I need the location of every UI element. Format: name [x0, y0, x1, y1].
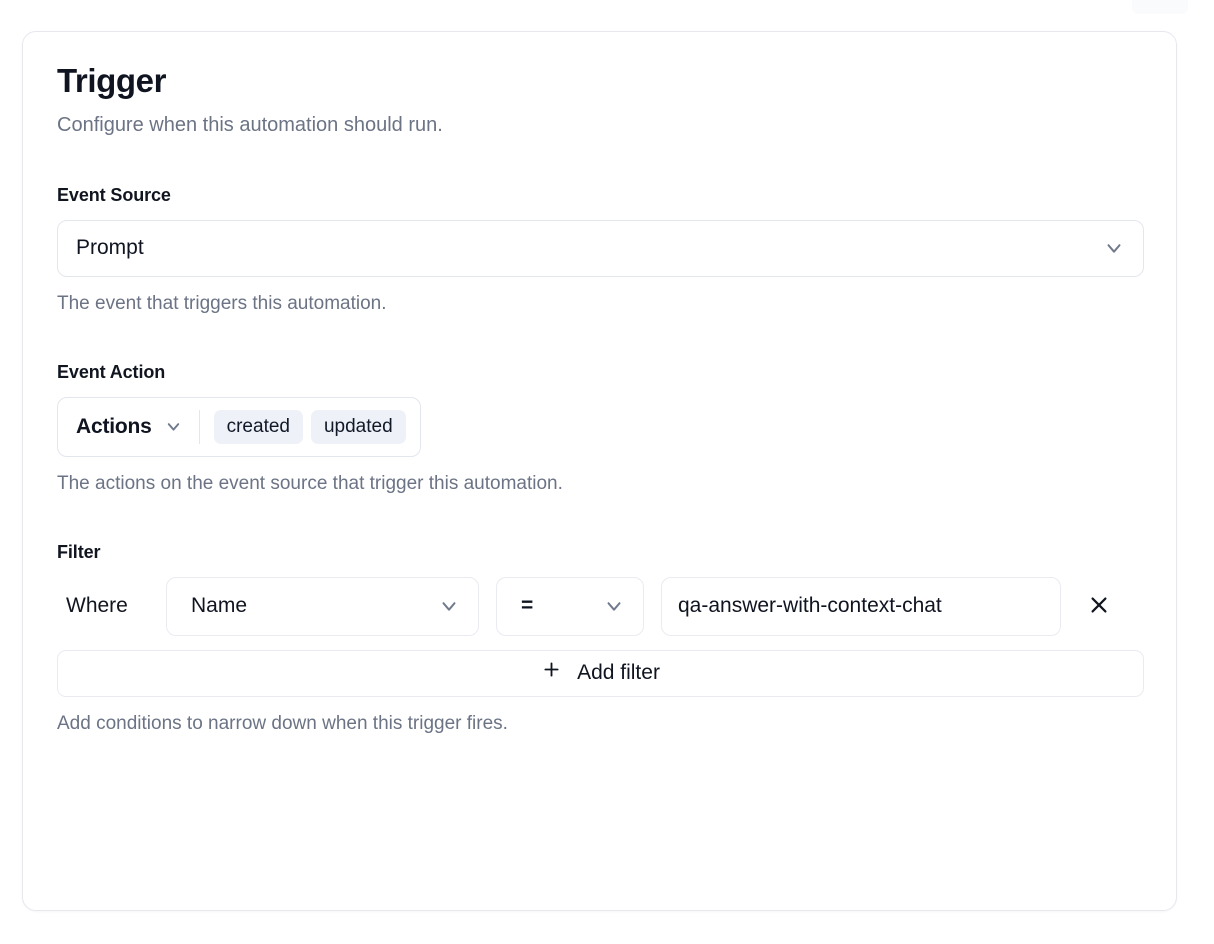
- add-filter-label: Add filter: [577, 661, 660, 685]
- actions-dropdown-trigger[interactable]: Actions: [76, 415, 199, 439]
- chevron-down-icon: [603, 595, 625, 617]
- filter-value-wrapper[interactable]: [661, 576, 1061, 636]
- filter-field-select[interactable]: Name: [166, 576, 479, 636]
- event-action-help: The actions on the event source that tri…: [57, 472, 563, 494]
- remove-filter-button[interactable]: [1081, 588, 1117, 624]
- filter-label: Filter: [57, 541, 101, 562]
- event-action-label: Event Action: [57, 361, 166, 382]
- filter-operator-select[interactable]: =: [496, 576, 644, 636]
- filter-value-input[interactable]: [678, 594, 1044, 619]
- event-source-label: Event Source: [57, 184, 171, 205]
- card-subtitle: Configure when this automation should ru…: [57, 113, 443, 136]
- filter-field-value: Name: [191, 594, 248, 618]
- event-source-block: Event Source Prompt The event that trigg…: [57, 184, 1144, 316]
- actions-dropdown-label: Actions: [76, 414, 152, 438]
- divider: [198, 409, 200, 444]
- selected-actions-chips: created updated: [213, 409, 406, 444]
- chevron-down-icon: [164, 417, 183, 436]
- filter-row: Where Name =: [57, 576, 1142, 636]
- event-action-block: Event Action Actions created updated The…: [57, 362, 1142, 496]
- chevron-down-icon: [438, 595, 460, 617]
- filter-block: Filter Where Name =: [57, 541, 1144, 736]
- filter-help: Add conditions to narrow down when this …: [57, 712, 508, 734]
- chip-updated[interactable]: updated: [310, 409, 406, 444]
- clipped-top-element: [1132, 0, 1188, 14]
- event-source-select[interactable]: Prompt: [57, 219, 1144, 277]
- plus-icon: [541, 659, 562, 685]
- event-source-value: Prompt: [76, 236, 144, 260]
- page-title: Trigger: [57, 62, 167, 99]
- chip-created[interactable]: created: [213, 409, 303, 444]
- where-label: Where: [66, 594, 128, 618]
- add-filter-button[interactable]: Add filter: [57, 649, 1144, 697]
- close-icon: [1088, 594, 1110, 619]
- event-action-multiselect[interactable]: Actions created updated: [57, 396, 421, 457]
- trigger-card: Trigger Configure when this automation s…: [22, 31, 1177, 911]
- chevron-down-icon: [1103, 237, 1125, 259]
- event-source-help: The event that triggers this automation.: [57, 292, 387, 314]
- filter-operator-value: =: [521, 594, 534, 618]
